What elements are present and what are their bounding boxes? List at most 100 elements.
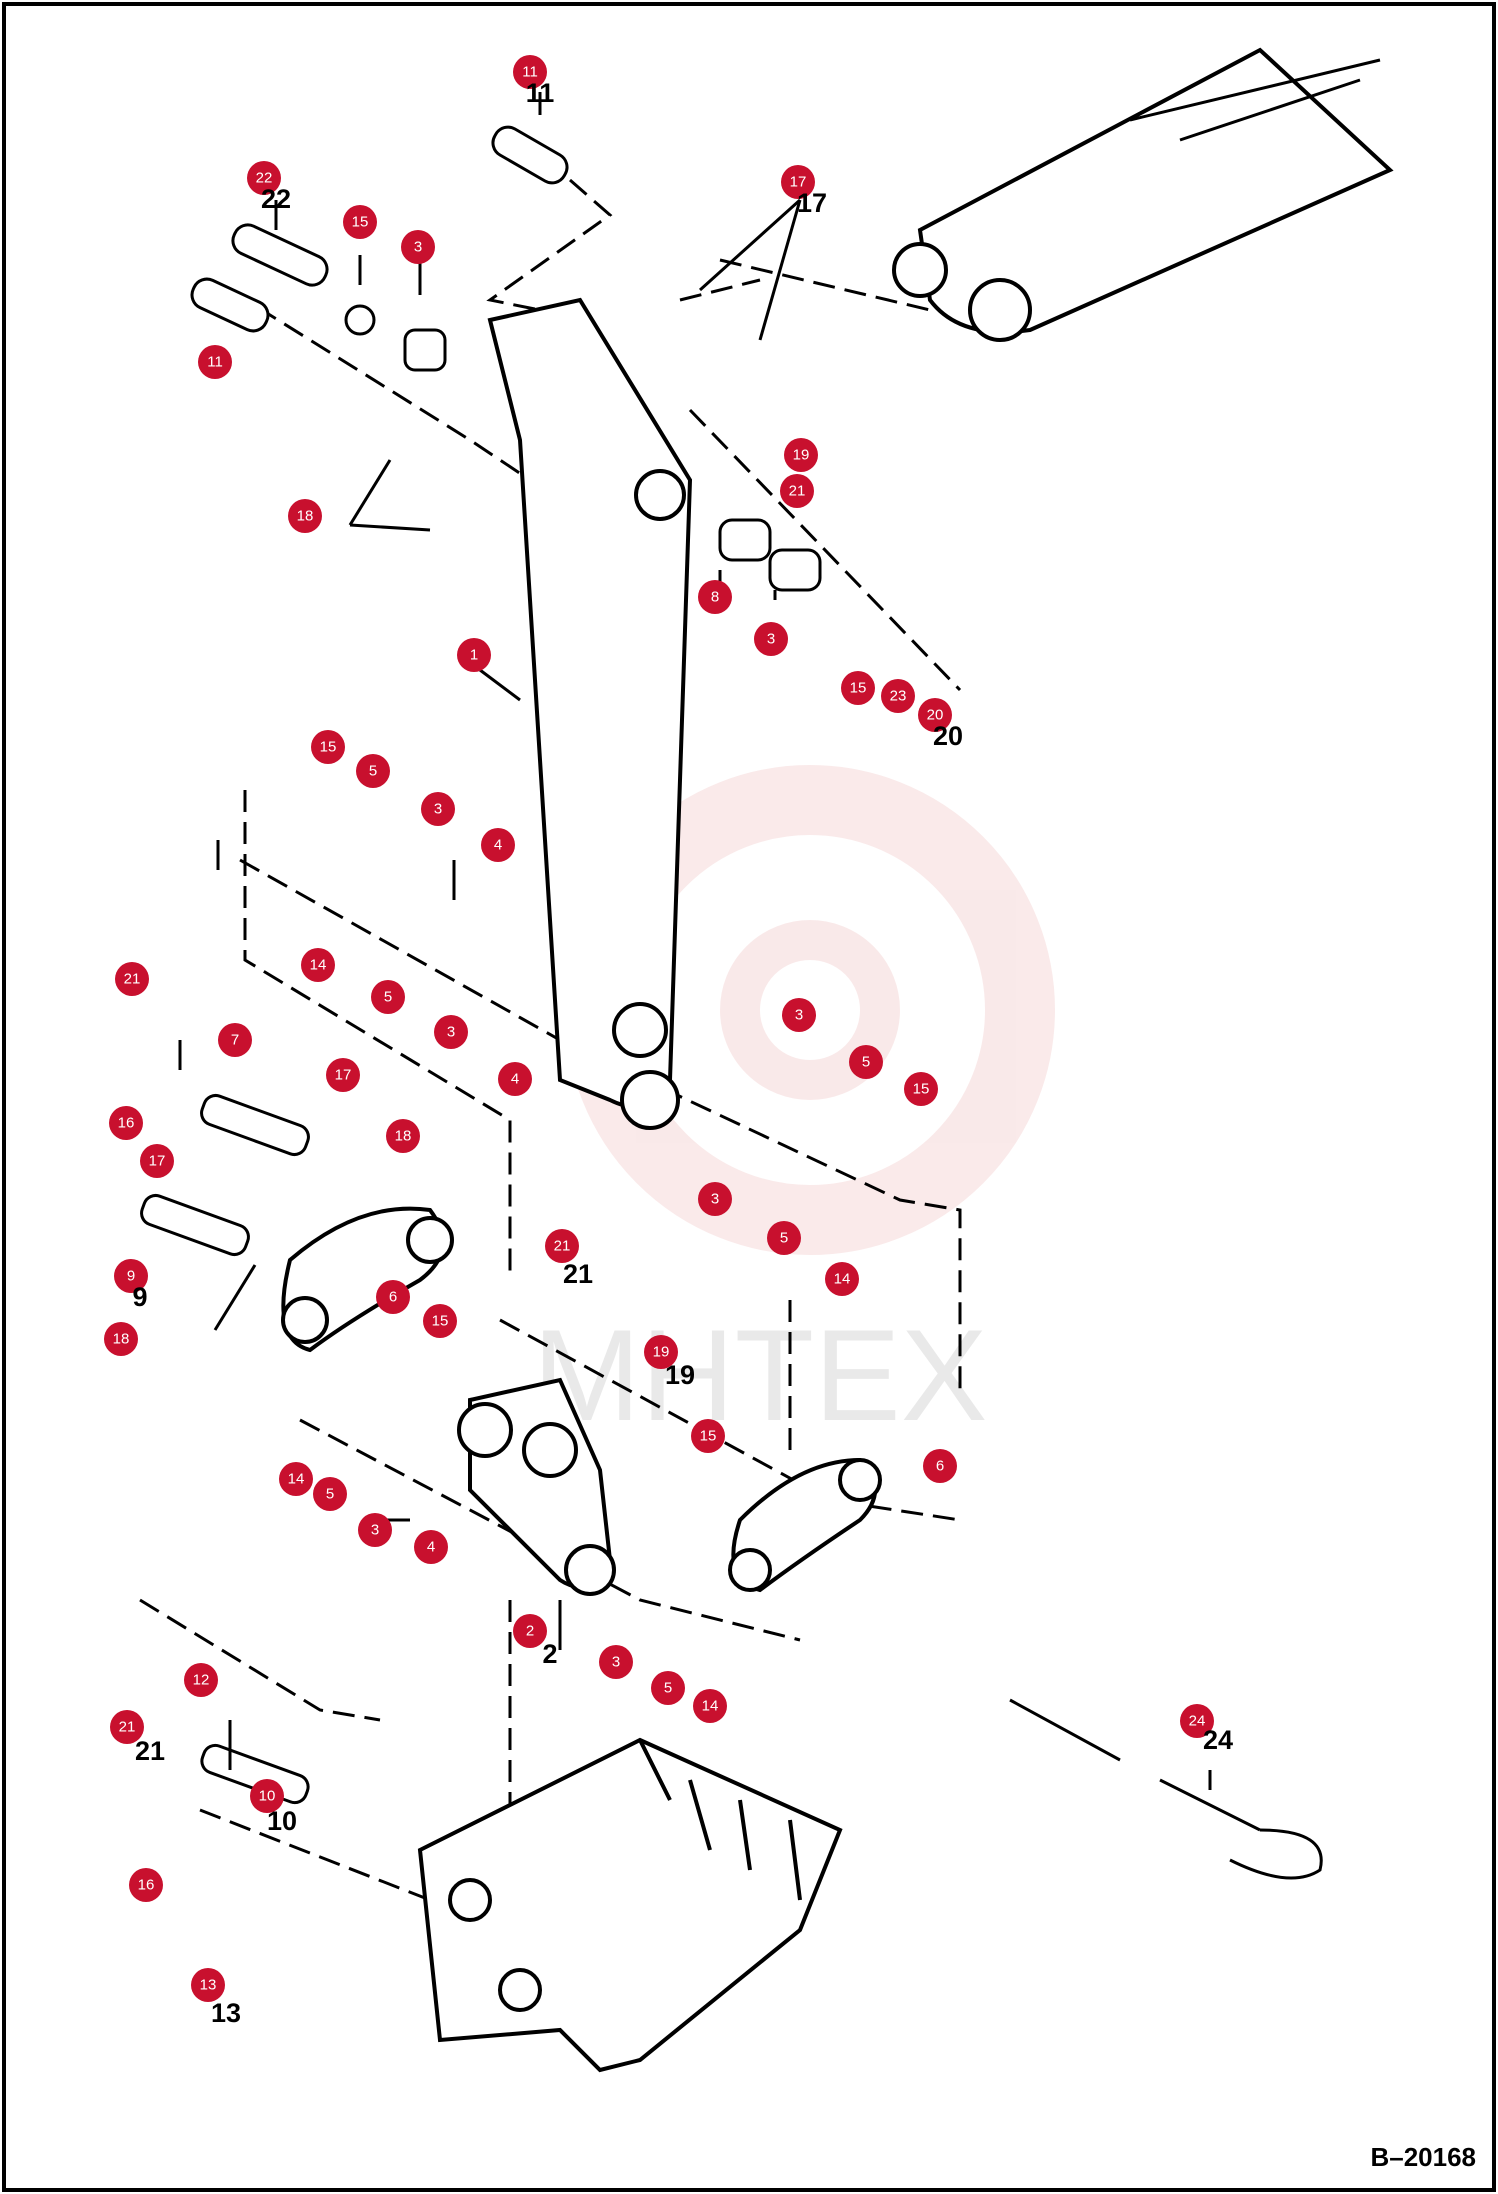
- part-number: 20: [933, 721, 963, 751]
- callout-16[interactable]: 16: [129, 1868, 163, 1902]
- part-number: 24: [1203, 1725, 1233, 1755]
- callout-24[interactable]: 24: [1180, 1704, 1214, 1738]
- svg-text:3: 3: [767, 631, 775, 648]
- callout-10[interactable]: 10: [250, 1779, 284, 1813]
- callout-18[interactable]: 18: [386, 1119, 420, 1153]
- svg-text:21: 21: [789, 483, 806, 500]
- callout-7[interactable]: 7: [218, 1023, 252, 1057]
- svg-text:5: 5: [326, 1486, 334, 1503]
- bucket: [417, 1737, 843, 2073]
- callout-8[interactable]: 8: [698, 580, 732, 614]
- callout-4[interactable]: 4: [498, 1062, 532, 1096]
- callout-19[interactable]: 19: [784, 438, 818, 472]
- svg-text:14: 14: [288, 1471, 305, 1488]
- callout-1[interactable]: 1: [457, 638, 491, 672]
- callout-12[interactable]: 12: [184, 1663, 218, 1697]
- main-link-part-1: [487, 297, 693, 1130]
- svg-text:19: 19: [793, 447, 810, 464]
- callout-17[interactable]: 17: [326, 1058, 360, 1092]
- part-number: 22: [261, 184, 291, 214]
- svg-text:17: 17: [790, 174, 807, 191]
- lower-link-part-6-right: [728, 1457, 882, 1593]
- svg-text:3: 3: [434, 801, 442, 818]
- callout-19[interactable]: 19: [644, 1335, 678, 1369]
- svg-text:24: 24: [1189, 1713, 1206, 1730]
- callout-3[interactable]: 3: [782, 998, 816, 1032]
- part-number: 19: [665, 1360, 695, 1390]
- svg-text:4: 4: [427, 1539, 435, 1556]
- callout-5[interactable]: 5: [767, 1221, 801, 1255]
- callout-21[interactable]: 21: [110, 1710, 144, 1744]
- callout-3[interactable]: 3: [754, 622, 788, 656]
- callout-5[interactable]: 5: [356, 754, 390, 788]
- callout-5[interactable]: 5: [371, 980, 405, 1014]
- callout-15[interactable]: 15: [904, 1072, 938, 1106]
- callout-14[interactable]: 14: [279, 1462, 313, 1496]
- callout-21[interactable]: 21: [545, 1229, 579, 1263]
- callout-3[interactable]: 3: [599, 1645, 633, 1679]
- svg-text:15: 15: [700, 1428, 717, 1445]
- part-number: 11: [526, 78, 555, 108]
- callout-14[interactable]: 14: [693, 1689, 727, 1723]
- callout-17[interactable]: 17: [140, 1144, 174, 1178]
- callout-3[interactable]: 3: [401, 230, 435, 264]
- svg-text:3: 3: [612, 1654, 620, 1671]
- callout-21[interactable]: 21: [115, 962, 149, 996]
- callout-15[interactable]: 15: [311, 730, 345, 764]
- callout-15[interactable]: 15: [841, 671, 875, 705]
- callout-3[interactable]: 3: [434, 1015, 468, 1049]
- callout-15[interactable]: 15: [691, 1419, 725, 1453]
- callout-16[interactable]: 16: [109, 1106, 143, 1140]
- callout-23[interactable]: 23: [881, 679, 915, 713]
- callout-18[interactable]: 18: [104, 1322, 138, 1356]
- callout-15[interactable]: 15: [343, 205, 377, 239]
- svg-text:15: 15: [432, 1313, 449, 1330]
- svg-text:15: 15: [352, 214, 369, 231]
- part-number: 17: [797, 188, 827, 218]
- callout-4[interactable]: 4: [414, 1530, 448, 1564]
- callout-5[interactable]: 5: [651, 1671, 685, 1705]
- callout-17[interactable]: 17: [781, 165, 815, 199]
- svg-text:16: 16: [138, 1877, 155, 1894]
- callout-11[interactable]: 11: [513, 55, 547, 89]
- callout-13[interactable]: 13: [191, 1968, 225, 2002]
- svg-text:3: 3: [371, 1522, 379, 1539]
- callout-6[interactable]: 6: [376, 1280, 410, 1314]
- svg-text:15: 15: [320, 739, 337, 756]
- svg-text:14: 14: [310, 957, 327, 974]
- part-number: 21: [563, 1259, 593, 1289]
- leader-lines: [178, 92, 1212, 1790]
- svg-text:6: 6: [389, 1289, 397, 1306]
- callout-3[interactable]: 3: [698, 1182, 732, 1216]
- svg-text:4: 4: [511, 1071, 519, 1088]
- callout-15[interactable]: 15: [423, 1304, 457, 1338]
- callout-14[interactable]: 14: [825, 1262, 859, 1296]
- svg-text:15: 15: [913, 1081, 930, 1098]
- callout-20[interactable]: 20: [918, 698, 952, 732]
- callout-22[interactable]: 22: [247, 161, 281, 195]
- callout-9[interactable]: 9: [114, 1259, 148, 1293]
- svg-text:3: 3: [414, 239, 422, 256]
- callout-14[interactable]: 14: [301, 948, 335, 982]
- callout-2[interactable]: 2: [513, 1614, 547, 1648]
- svg-text:12: 12: [193, 1672, 210, 1689]
- svg-text:11: 11: [522, 64, 538, 81]
- svg-text:3: 3: [795, 1007, 803, 1024]
- assembly-lines: [139, 178, 962, 1902]
- svg-text:17: 17: [335, 1067, 352, 1084]
- callout-5[interactable]: 5: [313, 1477, 347, 1511]
- callout-11[interactable]: 11: [198, 345, 232, 379]
- excavator-arm: [892, 47, 1394, 342]
- callout-3[interactable]: 3: [358, 1513, 392, 1547]
- callout-21[interactable]: 21: [780, 474, 814, 508]
- chain-part-24: [1009, 1698, 1323, 1880]
- callout-4[interactable]: 4: [481, 828, 515, 862]
- callout-6[interactable]: 6: [923, 1449, 957, 1483]
- svg-text:13: 13: [200, 1977, 217, 1994]
- callout-5[interactable]: 5: [849, 1045, 883, 1079]
- callout-18[interactable]: 18: [288, 499, 322, 533]
- svg-text:10: 10: [259, 1788, 276, 1805]
- svg-text:5: 5: [780, 1230, 788, 1247]
- callout-3[interactable]: 3: [421, 792, 455, 826]
